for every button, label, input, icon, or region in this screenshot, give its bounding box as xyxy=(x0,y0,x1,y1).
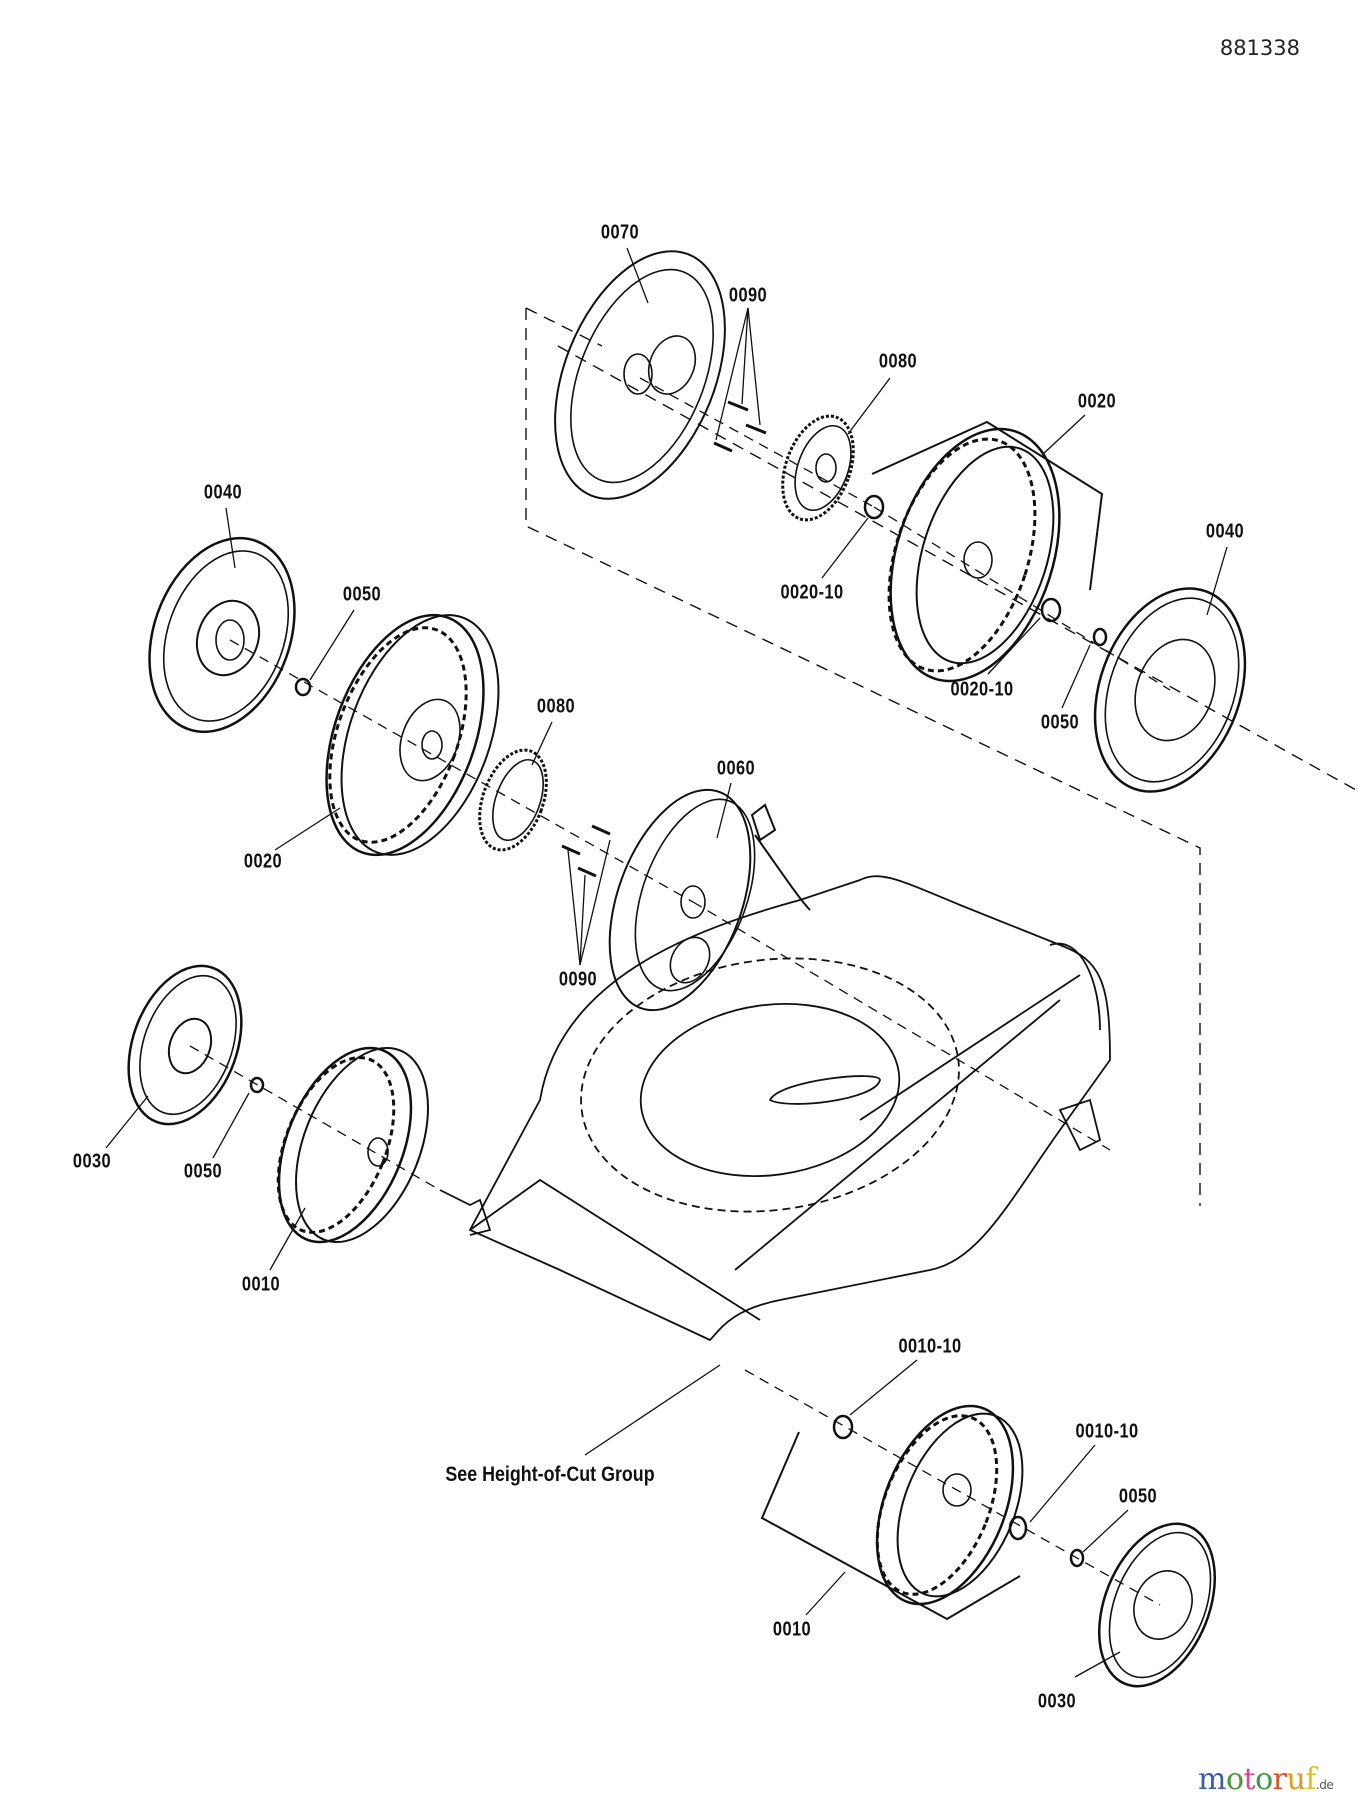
callout-0040-left: 0040 xyxy=(203,481,243,504)
throttle-cable xyxy=(754,834,811,911)
callout-0010-low: 0010 xyxy=(772,1618,812,1641)
callout-0010-10-a: 0010-10 xyxy=(898,1335,962,1358)
watermark-letter: o xyxy=(1225,1762,1244,1797)
motoruf-watermark: motoruf.de xyxy=(1198,1762,1334,1797)
callout-0020-left: 0020 xyxy=(243,850,283,873)
nut-top-right xyxy=(1092,627,1108,647)
callout-0050-right: 0050 xyxy=(1040,711,1080,734)
nut-lower-left xyxy=(249,1076,265,1094)
watermark-letter: t xyxy=(1243,1762,1256,1797)
bushing-top-a xyxy=(863,494,885,520)
callout-0070: 0070 xyxy=(600,221,640,244)
callout-0040-right: 0040 xyxy=(1205,520,1245,543)
mower-deck xyxy=(468,875,1111,1342)
drive-gear-top xyxy=(781,414,855,522)
screws-top xyxy=(713,400,767,453)
callout-0050-lowleft: 0050 xyxy=(183,1160,223,1183)
front-wheel-right xyxy=(875,1404,1024,1606)
callout-0050-lowright: 0050 xyxy=(1118,1485,1158,1508)
rear-wheel-right xyxy=(887,427,1061,683)
front-axle-left xyxy=(439,1189,492,1236)
screws-mid xyxy=(561,824,611,878)
hubcap-right xyxy=(1093,587,1247,793)
watermark-letter: f xyxy=(1305,1762,1316,1797)
bushing-top-b xyxy=(1040,597,1062,623)
callout-0090-mid: 0090 xyxy=(558,968,598,991)
callout-0090-top: 0090 xyxy=(728,284,768,307)
bracket-0020 xyxy=(871,420,1104,591)
callout-0030-left: 0030 xyxy=(72,1150,112,1173)
callout-0020-top: 0020 xyxy=(1077,390,1117,413)
leader-lines xyxy=(105,247,1228,1678)
drive-gear-mid xyxy=(478,748,548,852)
callout-0020-10-a: 0020-10 xyxy=(780,581,844,604)
front-drive-cover xyxy=(608,788,756,1012)
nut-lower-right xyxy=(1069,1548,1085,1568)
nut-left-upper xyxy=(294,677,312,697)
bushing-lower-a xyxy=(832,1414,854,1440)
hubcap-left xyxy=(148,536,296,734)
callout-0020-10-b: 0020-10 xyxy=(950,678,1014,701)
callout-0080-mid: 0080 xyxy=(536,695,576,718)
bushing-lower-b xyxy=(1008,1515,1028,1541)
callout-0010-left: 0010 xyxy=(241,1273,281,1296)
watermark-letter: r xyxy=(1272,1762,1287,1797)
callout-0030-low: 0030 xyxy=(1037,1690,1077,1713)
height-of-cut-note: See Height-of-Cut Group xyxy=(445,1463,655,1486)
throttle-grip xyxy=(750,803,777,842)
front-wheel-left xyxy=(276,1046,429,1244)
hubcap-front-left xyxy=(127,964,243,1126)
watermark-letter: m xyxy=(1198,1762,1226,1797)
hubcap-front-right xyxy=(1097,1522,1217,1688)
callout-0010-10-b: 0010-10 xyxy=(1075,1420,1139,1443)
watermark-tld: .de xyxy=(1315,1778,1334,1792)
callout-0080-top: 0080 xyxy=(878,350,918,373)
watermark-letter: u xyxy=(1286,1762,1306,1797)
callout-0060: 0060 xyxy=(716,757,756,780)
callout-0050-left: 0050 xyxy=(342,583,382,606)
bracket-0010 xyxy=(760,1431,1021,1621)
watermark-letter: o xyxy=(1255,1762,1273,1797)
rear-drive-cover xyxy=(554,250,726,500)
axis-lines xyxy=(189,377,1171,1606)
document-number: 881338 xyxy=(1219,36,1300,60)
rear-wheel-left xyxy=(325,613,500,857)
